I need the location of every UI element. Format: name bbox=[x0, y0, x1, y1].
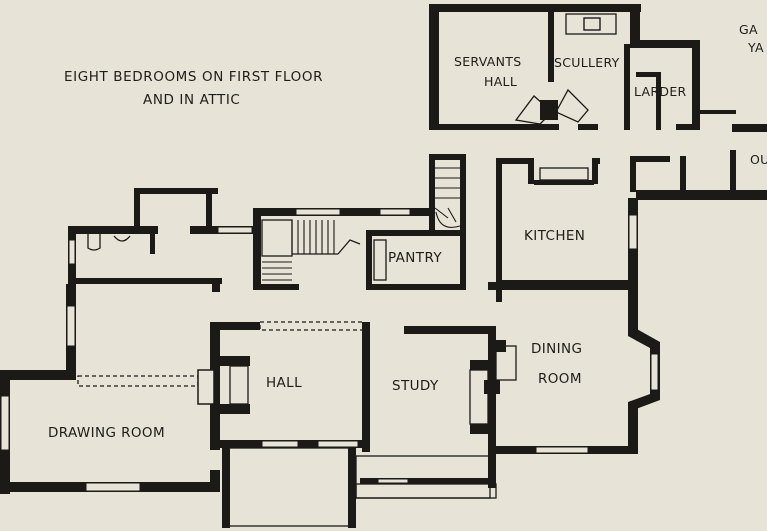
service-wing-walls bbox=[429, 4, 767, 132]
passage-walls bbox=[496, 286, 502, 302]
hall-walls bbox=[197, 321, 370, 452]
outbuilding-walls bbox=[630, 150, 767, 200]
garden-yard-label-2: YA bbox=[747, 40, 764, 55]
scullery-label: SCULLERY bbox=[554, 55, 620, 70]
larder-label: LARDER bbox=[634, 84, 687, 99]
servants-hall-label-1: SERVANTS bbox=[454, 54, 521, 69]
main-stair bbox=[253, 208, 433, 290]
dining-label-2: ROOM bbox=[538, 371, 582, 387]
study-label: STUDY bbox=[392, 378, 439, 394]
room-labels: EIGHT BEDROOMS ON FIRST FLOOR AND IN ATT… bbox=[48, 22, 767, 441]
servants-hall-label-2: HALL bbox=[484, 74, 517, 89]
hall-label: HALL bbox=[266, 375, 302, 391]
kitchen-label: KITCHEN bbox=[524, 228, 585, 244]
note-line-1: EIGHT BEDROOMS ON FIRST FLOOR bbox=[64, 69, 323, 85]
dining-room-walls bbox=[484, 282, 660, 454]
kitchen-walls bbox=[496, 158, 638, 290]
pantry-stair-walls bbox=[366, 154, 466, 290]
study-walls bbox=[360, 326, 496, 488]
drawing-room-label: DRAWING ROOM bbox=[48, 425, 165, 441]
pantry-label: PANTRY bbox=[388, 250, 442, 266]
porch-walls bbox=[222, 447, 497, 528]
garden-yard-label-1: GA bbox=[739, 22, 758, 37]
note-line-2: AND IN ATTIC bbox=[143, 92, 240, 108]
lavatory-block bbox=[68, 188, 256, 292]
drawing-room-walls bbox=[0, 284, 220, 494]
outbuilding-label: OU bbox=[750, 152, 767, 167]
dining-label-1: DINING bbox=[531, 341, 582, 357]
